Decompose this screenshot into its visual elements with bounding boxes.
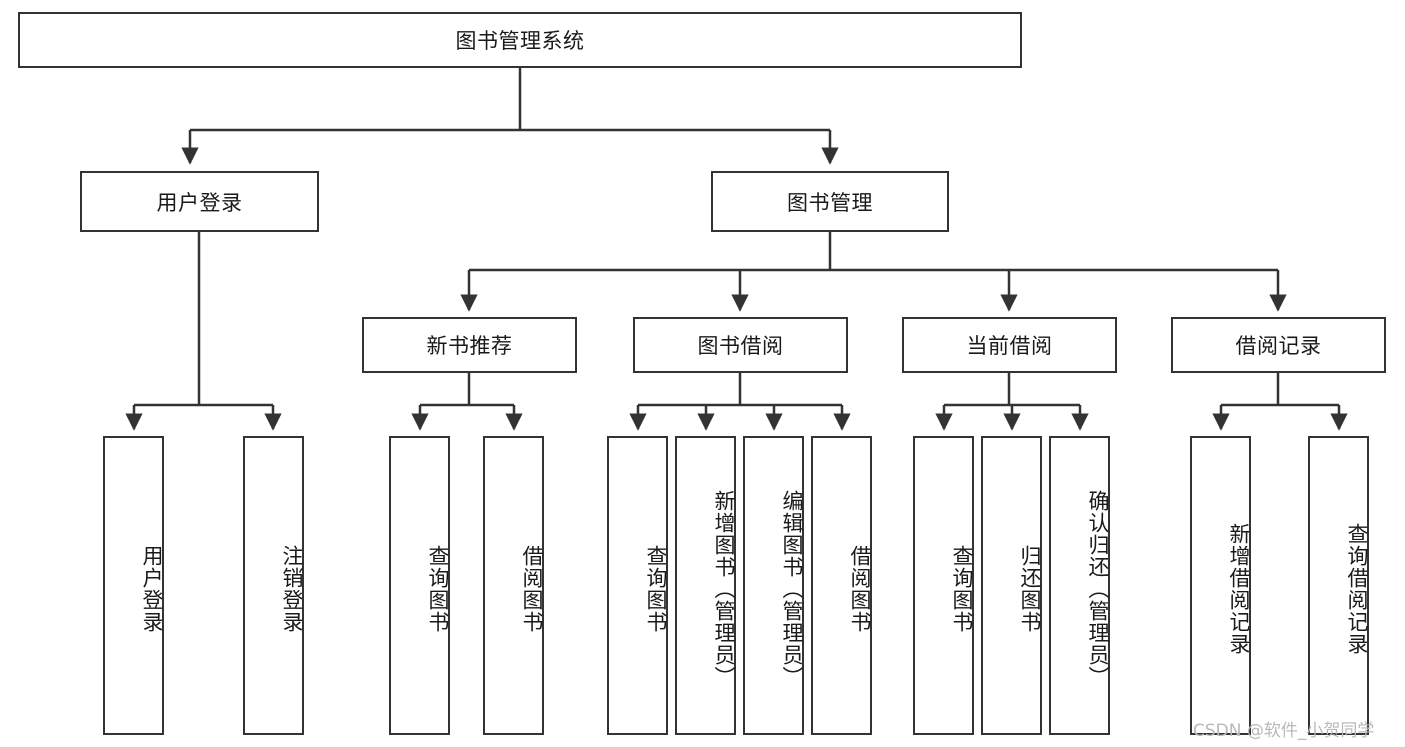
leaf-return-book[interactable]: 归还图书 [981,436,1042,735]
leaf-confirm-return-admin-label: 确认归还（管理员） [1086,489,1110,688]
node-book-borrow[interactable]: 图书借阅 [633,317,848,373]
node-root-label: 图书管理系统 [455,29,585,53]
csdn-watermark: CSDN @软件_小贺同学 [1193,721,1375,741]
node-new-book-recommend-label: 新书推荐 [426,334,513,358]
leaf-add-borrow-record-label: 新增借阅记录 [1227,522,1251,655]
node-user-login-label: 用户登录 [156,190,243,215]
leaf-add-borrow-record[interactable]: 新增借阅记录 [1190,436,1251,735]
leaf-lend-book[interactable]: 借阅图书 [811,436,872,735]
leaf-add-book-admin[interactable]: 新增图书（管理员） [675,436,736,735]
leaf-user-login[interactable]: 用户登录 [103,436,164,735]
leaf-logout[interactable]: 注销登录 [243,436,304,735]
leaf-borrow-book-recommend[interactable]: 借阅图书 [483,436,544,735]
node-root[interactable]: 图书管理系统 [18,12,1022,68]
leaf-confirm-return-admin[interactable]: 确认归还（管理员） [1049,436,1110,735]
leaf-borrow-book-recommend-label: 借阅图书 [520,544,544,633]
leaf-edit-book-admin-label: 编辑图书（管理员） [780,489,804,688]
leaf-add-book-admin-label: 新增图书（管理员） [712,489,736,688]
node-user-login[interactable]: 用户登录 [80,171,319,232]
node-book-management-label: 图书管理 [787,190,873,215]
node-book-borrow-label: 图书借阅 [697,334,784,358]
leaf-logout-label: 注销登录 [280,544,304,633]
leaf-query-borrow-record-label: 查询借阅记录 [1345,522,1369,655]
leaf-query-book-current-label: 查询图书 [950,544,974,633]
leaf-edit-book-admin[interactable]: 编辑图书（管理员） [743,436,804,735]
node-borrow-record[interactable]: 借阅记录 [1171,317,1386,373]
node-current-borrow[interactable]: 当前借阅 [902,317,1117,373]
node-borrow-record-label: 借阅记录 [1235,334,1322,358]
node-book-management[interactable]: 图书管理 [711,171,949,232]
leaf-query-book-borrow[interactable]: 查询图书 [607,436,668,735]
leaf-return-book-label: 归还图书 [1018,544,1042,633]
node-current-borrow-label: 当前借阅 [966,334,1053,358]
leaf-query-book-recommend-label: 查询图书 [426,544,450,633]
leaf-query-book-recommend[interactable]: 查询图书 [389,436,450,735]
leaf-query-book-borrow-label: 查询图书 [644,544,668,633]
leaf-query-borrow-record[interactable]: 查询借阅记录 [1308,436,1369,735]
node-new-book-recommend[interactable]: 新书推荐 [362,317,577,373]
leaf-query-book-current[interactable]: 查询图书 [913,436,974,735]
leaf-lend-book-label: 借阅图书 [848,544,872,633]
leaf-user-login-label: 用户登录 [140,544,164,633]
